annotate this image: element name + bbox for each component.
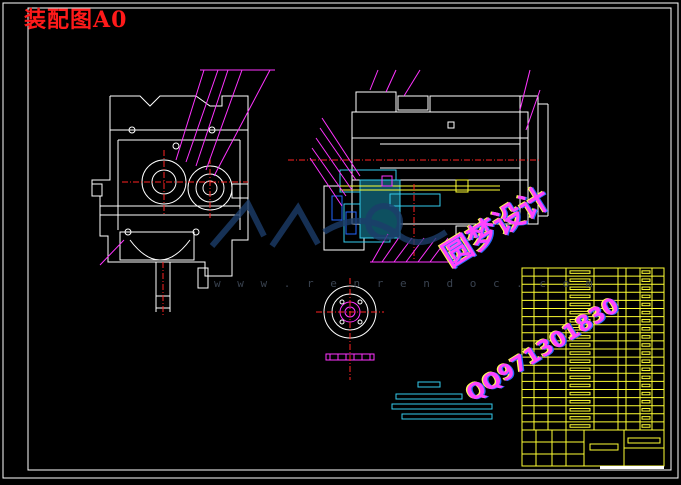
watermark-figure [209, 198, 448, 248]
parts-list-cell-mark [569, 367, 591, 372]
parts-list-cell-mark [641, 408, 651, 412]
parts-list-cell-mark [569, 383, 591, 388]
parts-list-cell-mark [641, 367, 651, 372]
parts-list-cell-mark [569, 335, 591, 339]
parts-list-cell-mark [641, 391, 651, 396]
parts-list-cell-mark [641, 424, 651, 428]
parts-list-cell-mark [569, 424, 591, 428]
parts-list-cell-mark [569, 408, 591, 412]
technical-notes-bars [391, 381, 493, 420]
parts-list-cell-mark [641, 399, 651, 404]
title-block-stripe [600, 466, 664, 469]
parts-list-cell-mark [569, 310, 591, 315]
outer-border [2, 2, 679, 479]
parts-list-cell-mark [569, 327, 591, 331]
parts-list-cell-mark [641, 351, 651, 355]
inner-border [27, 7, 672, 471]
parts-list-cell-mark [569, 294, 591, 299]
front-view-centerlines [122, 150, 248, 316]
parts-list-cell-mark [569, 359, 591, 363]
parts-list-cell-mark [641, 375, 651, 380]
parts-list-cell-mark [641, 310, 651, 315]
parts-list-cell-mark [569, 302, 591, 307]
parts-list-cell-mark [641, 327, 651, 331]
parts-list-cell-mark [569, 375, 591, 380]
watermark-url-text: w w w . r e n r e n d o c . c o m [214, 277, 598, 290]
parts-list-cell-mark [569, 416, 591, 420]
parts-list-cell-mark [641, 318, 651, 323]
parts-list-cell-mark [569, 391, 591, 396]
front-view-leader-lines [99, 69, 275, 266]
parts-list-cell-mark [569, 351, 591, 355]
parts-list-cell-mark [569, 399, 591, 404]
parts-list-cell-mark [641, 416, 651, 420]
parts-list-cell-mark [569, 286, 591, 291]
parts-list-cell-mark [569, 278, 591, 282]
parts-list-cell-mark [641, 343, 651, 347]
side-view-centerline [288, 159, 540, 260]
drawing-title: 装配图A0 [24, 7, 128, 33]
side-view-motor [351, 91, 549, 241]
parts-list-cell-mark [641, 383, 651, 388]
side-view-leader-lines [309, 69, 541, 263]
parts-list-cell-mark [569, 270, 591, 274]
parts-list-cell-mark [641, 286, 651, 291]
parts-list-cell-mark [569, 343, 591, 347]
title-block [521, 429, 665, 467]
parts-list-cell-mark [641, 335, 651, 339]
detail-centerlines [316, 278, 384, 380]
parts-list-cell-mark [641, 278, 651, 282]
parts-list-cell-mark [641, 359, 651, 363]
parts-list-cell-mark [641, 294, 651, 299]
parts-list-cell-mark [641, 302, 651, 307]
parts-list-cell-mark [569, 318, 591, 323]
parts-list-cell-mark [641, 270, 651, 274]
